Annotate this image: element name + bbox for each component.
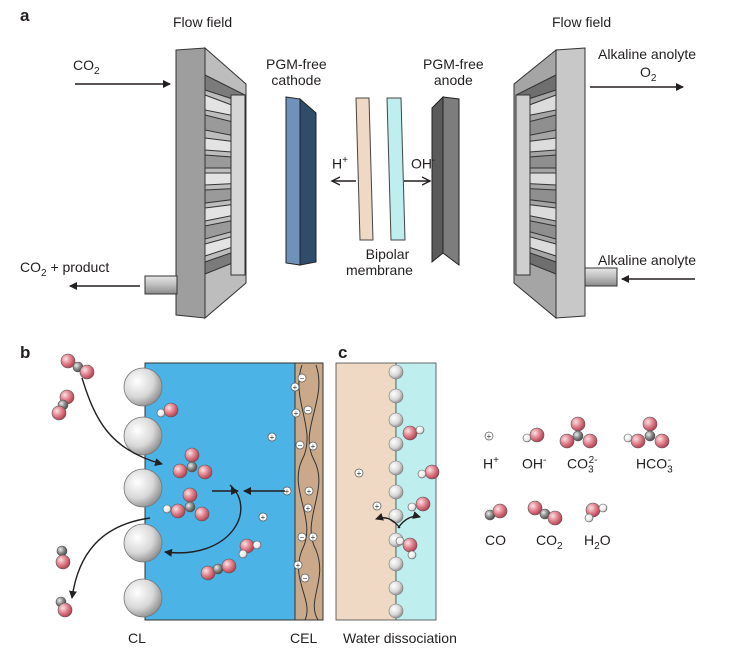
proton-split-arrow — [375, 512, 401, 529]
svg-text:+: + — [306, 504, 311, 513]
co2-product-label: CO2 + product — [20, 259, 110, 279]
legend-co3: CO32- — [567, 455, 598, 476]
svg-text:−: − — [306, 406, 311, 415]
right-flow-field-label: Flow field — [552, 14, 612, 30]
legend-icons: + — [484, 416, 670, 526]
oh-label: OH- — [411, 155, 436, 172]
svg-text:−: − — [298, 441, 303, 450]
svg-text:+: + — [285, 487, 290, 496]
panel-a-label: a — [20, 6, 30, 25]
legend-h2o: H2O — [584, 532, 611, 552]
legend-hplus: H+ — [483, 455, 499, 472]
legend-co: CO — [485, 532, 506, 548]
cel-label: CEL — [290, 630, 318, 646]
anolyte-out-label: Alkaline anolyte — [598, 46, 697, 62]
panel-b-label: b — [20, 343, 31, 362]
svg-text:+: + — [294, 409, 299, 418]
molecules-c — [395, 425, 440, 560]
left-flow-field-label: Flow field — [173, 14, 233, 30]
anolyte-in-label: Alkaline anolyte — [598, 252, 697, 268]
catalyst-particles — [123, 367, 163, 618]
co-release-arrow — [69, 517, 151, 599]
right-flow-field — [513, 47, 618, 320]
anode-plate — [431, 95, 460, 266]
svg-text:−: − — [300, 374, 305, 383]
water-dissociation-label: Water dissociation — [343, 630, 457, 646]
bipolar-membrane — [355, 97, 406, 241]
svg-text:+: + — [487, 432, 492, 441]
svg-text:+: + — [293, 383, 298, 392]
svg-text:−: − — [300, 533, 305, 542]
svg-text:+: + — [261, 513, 266, 522]
svg-text:+: + — [311, 442, 316, 451]
svg-text:+: + — [357, 469, 362, 478]
svg-text:+: + — [307, 487, 312, 496]
co2-in-label: CO2 — [73, 57, 100, 77]
hplus-label: H+ — [332, 155, 348, 172]
cathode-plate — [285, 96, 317, 266]
cel-charges: + − + − − + + + − + + − + + + — [258, 373, 318, 583]
cl-label: CL — [128, 630, 146, 646]
legend-oh: OH- — [522, 455, 547, 472]
svg-text:+: + — [296, 561, 301, 570]
legend-hco3: HCO3- — [636, 455, 673, 476]
molecules-b — [51, 353, 262, 618]
cel-side — [335, 362, 397, 621]
co2-adsorb-arrow — [81, 377, 163, 467]
o2-label: O2 — [640, 64, 657, 84]
left-flow-field — [144, 46, 247, 320]
svg-text:−: − — [303, 574, 308, 583]
hydroxide-split-arrow — [397, 511, 421, 529]
panel-c-label: c — [338, 343, 348, 362]
svg-text:+: + — [375, 502, 380, 511]
svg-text:+: + — [270, 433, 275, 442]
svg-text:+: + — [311, 533, 316, 542]
legend-co2: CO2 — [536, 532, 563, 552]
